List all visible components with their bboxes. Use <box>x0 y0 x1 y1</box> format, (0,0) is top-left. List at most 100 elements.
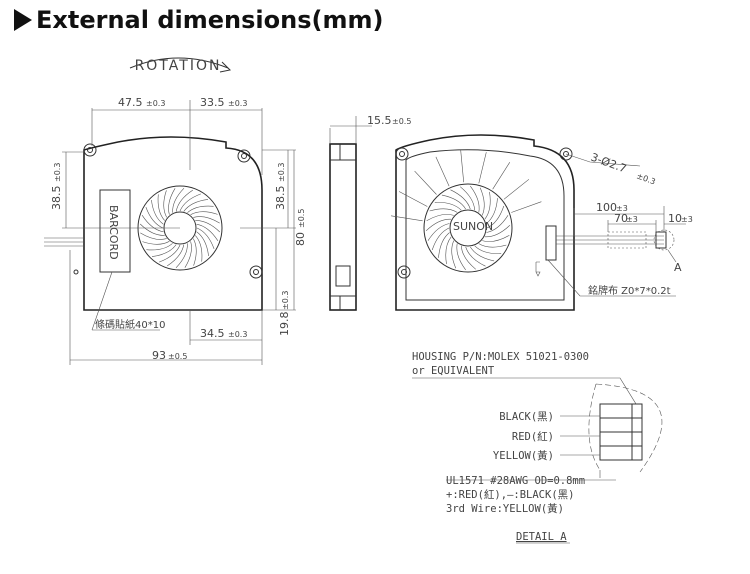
frame-rib <box>390 215 423 222</box>
dim-93: 93 <box>152 349 166 362</box>
side-dim-lines <box>329 116 372 144</box>
frame-rib <box>398 191 428 207</box>
frame-rib <box>492 162 511 190</box>
wire-yellow: YELLOW(黃) <box>493 449 554 462</box>
fan-blade <box>450 189 471 210</box>
fan-blade <box>172 187 185 213</box>
cable-sleeve <box>607 231 647 249</box>
fan-blade <box>445 236 452 265</box>
fan-blade <box>460 186 475 211</box>
rotation-arrow-icon <box>219 61 232 73</box>
front-mount-hole-right-inner <box>241 153 247 159</box>
fan-blade <box>461 245 476 270</box>
side-view-boss <box>335 265 351 287</box>
fan-blade <box>142 241 170 245</box>
fan-blade <box>163 190 167 218</box>
fan-blade <box>175 243 188 269</box>
fan-blade <box>486 215 509 233</box>
spec-line-3: 3rd Wire:YELLOW(黃) <box>446 502 564 515</box>
wire-black: BLACK(黑) <box>499 411 554 423</box>
wire-leaders <box>560 415 600 456</box>
label-note: 銘牌布 Z0*7*0.2t <box>588 284 671 297</box>
housing-line-1: HOUSING P/N:MOLEX 51021-0300 <box>412 351 589 363</box>
front-fan-blades <box>139 187 221 269</box>
fan-blade <box>157 194 165 221</box>
fan-blade <box>434 201 462 211</box>
back-fan-blades <box>425 185 511 271</box>
fan-blade <box>190 211 218 215</box>
barcode-label-box <box>99 189 131 273</box>
barcode-note: 條碼貼紙40*10 <box>95 318 165 331</box>
side-view: 15.5 ±0.5 <box>329 114 411 311</box>
hole-dim: 3-Ø2.7 <box>589 151 628 176</box>
fan-blade <box>484 224 511 238</box>
dim-left-38-5: 38.5 <box>50 186 63 211</box>
front-mount-hole-left-inner <box>87 147 93 153</box>
fan-blade <box>193 238 197 266</box>
cable-wires <box>556 235 664 245</box>
fan-blade <box>474 245 502 255</box>
back-view-inner-frame <box>405 149 565 301</box>
frame-rib <box>414 170 437 195</box>
fan-blade <box>139 223 165 236</box>
fan-blade <box>140 232 167 240</box>
fan-blade <box>145 206 164 229</box>
spec-leader <box>446 470 616 481</box>
fan-blade <box>429 208 458 213</box>
detail-a-circle <box>653 229 675 251</box>
frame-rib <box>511 201 542 213</box>
rotation-indicator: ROTATION <box>129 57 232 74</box>
frame-rib <box>435 156 450 187</box>
fan-blade <box>478 243 507 248</box>
barcode-label-text: BARCORD <box>107 205 120 260</box>
side-view-body <box>329 143 357 311</box>
front-right-dim-lines <box>240 149 296 311</box>
hole-dim-tol: ±0.3 <box>635 171 656 186</box>
dim-33-5: 33.5 <box>200 96 225 109</box>
housing-line-2: or EQUIVALENT <box>412 365 495 377</box>
fan-blade <box>441 194 466 210</box>
rotation-arc <box>129 57 229 69</box>
fan-blade <box>196 223 219 241</box>
back-frame-ribs <box>390 150 542 222</box>
front-mount-hole-right <box>237 149 251 163</box>
fan-blade <box>184 241 192 268</box>
dim-19-8-tol: ±0.3 <box>281 291 290 310</box>
dim-100: 100 <box>596 201 617 214</box>
dim-19-8: 19.8 <box>278 312 291 337</box>
front-view: BARCORD 47.5 ±0.3 33.5 ±0.3 38.5 ±0.3 38… <box>44 96 307 365</box>
fan-blade <box>426 214 454 221</box>
front-left-dim-lines <box>62 151 180 229</box>
back-fan-opening <box>423 183 513 273</box>
dim-93-tol: ±0.5 <box>168 352 187 361</box>
label-note-leader <box>547 259 676 297</box>
front-view-outline <box>83 136 263 311</box>
fan-blade <box>168 188 176 215</box>
fan-blade <box>470 246 495 262</box>
dim-47-5: 47.5 <box>118 96 143 109</box>
front-mount-hole-bottom-inner <box>253 269 259 275</box>
frame-rib <box>460 150 464 183</box>
fan-blade <box>456 243 466 271</box>
fan-blade <box>183 199 209 212</box>
dim-70: 70 <box>614 212 628 225</box>
fan-blade <box>158 244 181 263</box>
dim-right-38-5-tol: ±0.3 <box>277 163 286 182</box>
rotation-label: ROTATION <box>135 58 222 74</box>
detail-a: HOUSING P/N:MOLEX 51021-0300 or EQUIVALE… <box>412 351 663 544</box>
front-bottom-dim-lines <box>69 250 263 365</box>
dim-10: 10 <box>668 212 682 225</box>
fan-blade <box>451 240 457 269</box>
back-mount-hole-left <box>395 147 409 161</box>
back-mount-hole-right <box>559 147 573 161</box>
connector-block <box>545 225 557 261</box>
hole-leader-line <box>565 153 641 167</box>
fan-blade <box>175 189 193 212</box>
triangle-bullet-icon <box>14 9 32 31</box>
front-wires <box>44 237 84 247</box>
fan-blade <box>187 205 214 213</box>
fan-blade <box>486 198 498 224</box>
dim-15-5: 15.5 <box>367 114 392 127</box>
fan-blade <box>431 227 450 251</box>
